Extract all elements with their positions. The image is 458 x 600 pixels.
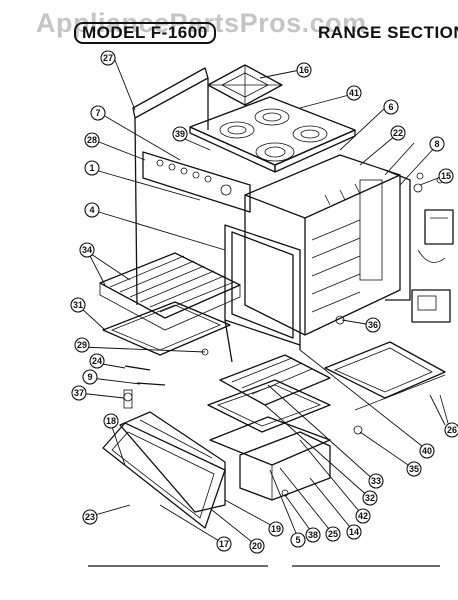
- electrical-components: [411, 172, 454, 323]
- callout-8: 8: [429, 136, 445, 152]
- callout-label: 7: [95, 108, 100, 118]
- callout-label: 24: [92, 356, 102, 366]
- callout-label: 15: [441, 171, 451, 181]
- callout-26: 26: [444, 422, 458, 438]
- model-title: MODEL F-1600: [74, 22, 216, 44]
- callout-label: 4: [89, 205, 94, 215]
- callout-25: 25: [325, 526, 341, 542]
- side-panel: [132, 67, 209, 306]
- callout-label: 5: [295, 535, 300, 545]
- callout-5: 5: [290, 532, 306, 548]
- callout-1: 1: [84, 160, 100, 176]
- callout-41: 41: [346, 85, 362, 101]
- oven-rack: [99, 252, 241, 331]
- callout-label: 9: [87, 372, 92, 382]
- callout-label: 20: [252, 541, 262, 551]
- broiler-rack: [207, 354, 331, 433]
- callout-label: 25: [328, 529, 338, 539]
- callout-23: 23: [82, 509, 98, 525]
- callout-42: 42: [355, 508, 371, 524]
- cooktop: [189, 96, 356, 173]
- callout-18: 18: [103, 413, 119, 429]
- callout-24: 24: [89, 353, 105, 369]
- broiler-pan: [102, 301, 231, 356]
- burner-grate: [207, 64, 283, 106]
- callout-28: 28: [84, 132, 100, 148]
- callout-27: 27: [100, 50, 116, 66]
- callout-label: 34: [82, 245, 92, 255]
- range-body: [244, 154, 411, 336]
- callout-label: 19: [271, 524, 281, 534]
- callout-label: 8: [434, 139, 439, 149]
- callout-16: 16: [296, 62, 312, 78]
- callout-19: 19: [268, 521, 284, 537]
- callout-label: 36: [368, 320, 378, 330]
- callout-22: 22: [390, 125, 406, 141]
- callout-38: 38: [305, 527, 321, 543]
- callout-label: 33: [371, 476, 381, 486]
- callout-34: 34: [79, 242, 95, 258]
- callout-15: 15: [438, 168, 454, 184]
- callout-39: 39: [172, 126, 188, 142]
- callout-29: 29: [74, 337, 90, 353]
- callout-17: 17: [216, 536, 232, 552]
- drawer-front: [102, 411, 226, 529]
- callout-label: 32: [365, 493, 375, 503]
- callout-label: 14: [349, 527, 359, 537]
- callout-14: 14: [346, 524, 362, 540]
- callout-label: 18: [106, 416, 116, 426]
- callout-31: 31: [70, 297, 86, 313]
- callout-label: 16: [299, 65, 309, 75]
- callout-6: 6: [383, 99, 399, 115]
- callout-label: 1: [89, 163, 94, 173]
- callout-label: 23: [85, 512, 95, 522]
- oven-bottom-panel: [324, 341, 446, 411]
- callout-37: 37: [71, 385, 87, 401]
- callout-label: 28: [87, 135, 97, 145]
- callout-label: 17: [219, 539, 229, 549]
- callout-label: 22: [393, 128, 403, 138]
- callout-4: 4: [84, 202, 100, 218]
- storage-drawer: [209, 416, 331, 501]
- callout-label: 42: [358, 511, 368, 521]
- callout-label: 40: [422, 446, 432, 456]
- callout-7: 7: [90, 105, 106, 121]
- callout-label: 31: [73, 300, 83, 310]
- callout-label: 39: [175, 129, 185, 139]
- section-title: RANGE SECTION: [318, 23, 458, 42]
- door-frame: [224, 224, 301, 363]
- callout-label: 37: [74, 388, 84, 398]
- callout-label: 41: [349, 88, 359, 98]
- callout-32: 32: [362, 490, 378, 506]
- callout-9: 9: [82, 369, 98, 385]
- callout-35: 35: [406, 461, 422, 477]
- callout-33: 33: [368, 473, 384, 489]
- callout-label: 29: [77, 340, 87, 350]
- control-panel: [142, 151, 251, 213]
- callout-label: 27: [103, 53, 113, 63]
- callout-36: 36: [365, 317, 381, 333]
- callout-40: 40: [419, 443, 435, 459]
- small-hardware: [123, 176, 451, 497]
- callout-label: 38: [308, 530, 318, 540]
- callout-20: 20: [249, 538, 265, 554]
- callout-label: 6: [388, 102, 393, 112]
- callout-label: 26: [447, 425, 457, 435]
- callout-label: 35: [409, 464, 419, 474]
